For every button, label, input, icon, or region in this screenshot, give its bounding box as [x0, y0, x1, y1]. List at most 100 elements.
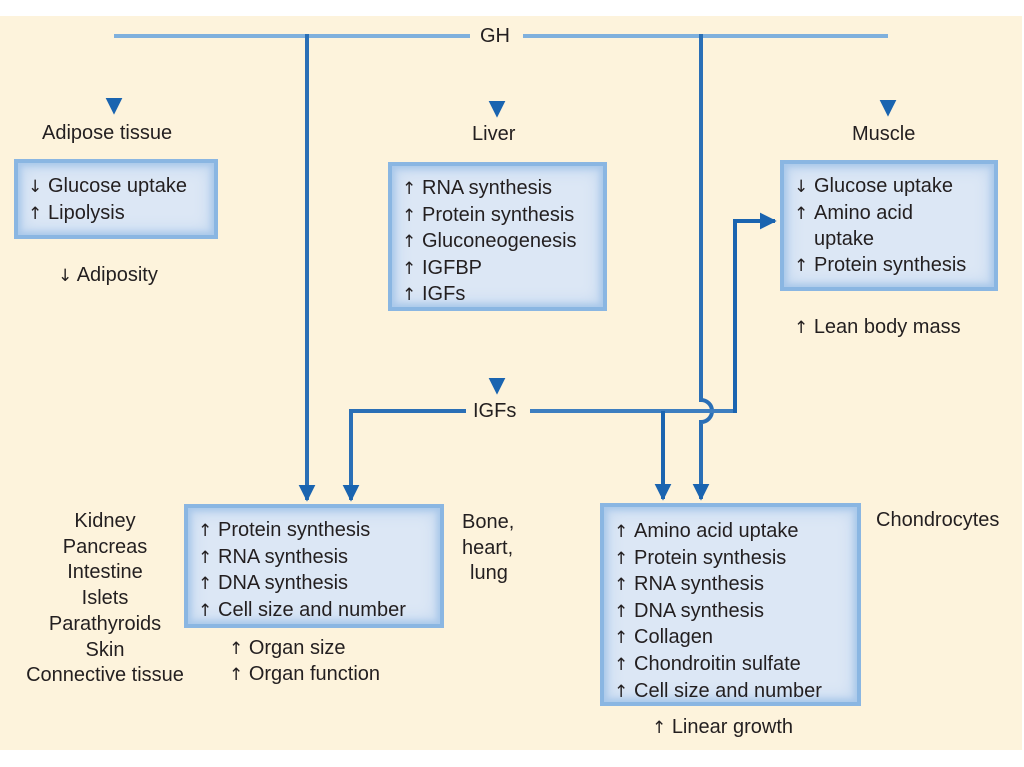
effect-text: Glucose uptake: [48, 175, 187, 197]
effect-text: Collagen: [634, 626, 713, 649]
up-arrow-icon: ↑: [198, 574, 213, 595]
up-arrow-icon: ↑: [198, 521, 213, 541]
organ-outcome-function: ↑ Organ function: [229, 662, 380, 687]
effect-row: ↑Protein synthesis: [198, 518, 430, 545]
effect-row: ↑Cell size and number: [614, 679, 847, 706]
chondrocyte-outcome: ↑ Linear growth: [652, 715, 793, 740]
liver-title: Liver: [472, 123, 516, 145]
effect-row: ↑Cell size and number: [198, 598, 430, 625]
effect-text: IGFBP: [422, 256, 483, 279]
effect-text: Amino acid uptake: [634, 520, 799, 542]
adipose-effects-box: ↓Glucose uptake ↑Lipolysis: [14, 159, 218, 239]
muscle-effects-box: ↓Glucose uptake ↑Amino acid uptake ↑Prot…: [780, 160, 998, 291]
up-arrow-icon: ↑: [402, 285, 417, 306]
up-arrow-icon: ↑: [614, 654, 629, 675]
tissue-item: Skin: [85, 638, 125, 661]
effect-text: RNA synthesis: [218, 545, 349, 568]
effect-row: ↓Glucose uptake: [794, 174, 984, 201]
up-arrow-icon: ↑: [794, 318, 809, 338]
effect-text: Protein synthesis: [218, 519, 371, 541]
effect-row-continuation: uptake: [794, 227, 984, 253]
tissue-item: Pancreas: [62, 535, 148, 558]
gh-label: GH: [476, 24, 514, 48]
outcome-text: Adiposity: [76, 264, 158, 286]
effect-text: Protein synthesis: [422, 203, 575, 226]
up-arrow-icon: ↑: [402, 258, 417, 279]
up-arrow-icon: ↑: [794, 255, 809, 276]
tissue-item: Islets: [81, 587, 129, 610]
effect-text: Protein synthesis: [814, 253, 967, 276]
up-arrow-icon: ↑: [614, 681, 629, 702]
down-arrow-icon: ↓: [58, 266, 73, 286]
effect-text: DNA synthesis: [218, 572, 349, 595]
muscle-outcome: ↑ Lean body mass: [794, 315, 961, 340]
outcome-text: Linear growth: [671, 716, 793, 738]
down-arrow-icon: ↓: [794, 177, 809, 197]
down-arrow-icon: ↓: [28, 177, 43, 197]
tissue-item: lung: [470, 562, 508, 585]
liver-effects-box: ↑RNA synthesis ↑Protein synthesis ↑Gluco…: [388, 162, 607, 311]
effect-text: RNA synthesis: [634, 573, 765, 596]
outcome-text: Organ function: [248, 663, 381, 685]
up-arrow-icon: ↑: [229, 639, 244, 659]
effect-row: ↑RNA synthesis: [402, 176, 593, 203]
effect-text: Gluconeogenesis: [422, 230, 577, 253]
up-arrow-icon: ↑: [402, 205, 417, 226]
effect-row: ↑Lipolysis: [28, 201, 204, 228]
effect-text: Amino acid: [814, 201, 913, 224]
up-arrow-icon: ↑: [198, 547, 213, 568]
bone-heart-lung-label: Bone, heart, lung: [462, 510, 532, 587]
organ-tissue-list: Kidney Pancreas Intestine Islets Parathy…: [10, 509, 200, 689]
igfs-to-organs-arrow: [342, 409, 466, 502]
effect-row: ↑Protein synthesis: [614, 546, 847, 573]
up-arrow-icon: ↑: [198, 600, 213, 621]
effect-text: Cell size and number: [218, 598, 406, 621]
effect-row: ↑RNA synthesis: [614, 572, 847, 599]
tissue-item: Parathyroids: [48, 612, 162, 635]
tissue-item: Intestine: [67, 561, 143, 584]
adipose-title: Adipose tissue: [42, 122, 173, 144]
effect-row: ↑IGFBP: [402, 256, 593, 283]
effect-text: Lipolysis: [48, 201, 125, 224]
chondrocytes-title: Chondrocytes: [876, 509, 1000, 531]
up-arrow-icon: ↑: [614, 575, 629, 596]
up-arrow-icon: ↑: [614, 628, 629, 649]
up-arrow-icon: ↑: [402, 232, 417, 253]
chondrocyte-effects-box: ↑Amino acid uptake ↑Protein synthesis ↑R…: [600, 503, 861, 706]
effect-text: DNA synthesis: [634, 599, 765, 622]
effect-text: IGFs: [422, 283, 466, 306]
up-arrow-icon: ↑: [229, 665, 244, 685]
effect-row: ↑Amino acid uptake: [614, 519, 847, 546]
effect-row: ↑Gluconeogenesis: [402, 229, 593, 256]
effect-text: RNA synthesis: [422, 177, 553, 199]
muscle-title: Muscle: [852, 123, 916, 145]
tissue-item: Connective tissue: [26, 664, 184, 687]
effect-row: ↑DNA synthesis: [198, 571, 430, 598]
up-arrow-icon: ↑: [614, 522, 629, 542]
up-arrow-icon: ↑: [652, 718, 667, 738]
outcome-text: Organ size: [248, 637, 346, 659]
up-arrow-icon: ↑: [794, 203, 809, 224]
organ-effects-box: ↑Protein synthesis ↑RNA synthesis ↑DNA s…: [184, 504, 444, 628]
effect-row: ↑RNA synthesis: [198, 545, 430, 572]
effect-row: ↑Collagen: [614, 625, 847, 652]
adipose-outcome: ↓ Adiposity: [58, 263, 158, 288]
tissue-item: Kidney: [74, 510, 136, 532]
up-arrow-icon: ↑: [28, 203, 43, 224]
effect-text: Protein synthesis: [634, 546, 787, 569]
igfs-label: IGFs: [469, 399, 521, 423]
up-arrow-icon: ↑: [614, 601, 629, 622]
effect-text: uptake: [814, 228, 875, 251]
effect-text: Chondroitin sulfate: [634, 652, 801, 675]
igfs-to-muscle-arrow: [733, 212, 777, 413]
outcome-text: Lean body mass: [813, 316, 961, 338]
up-arrow-icon: ↑: [614, 548, 629, 569]
effect-row: ↑IGFs: [402, 282, 593, 309]
tissue-item: heart,: [462, 536, 514, 559]
up-arrow-icon: ↑: [402, 179, 417, 199]
effect-row: ↓Glucose uptake: [28, 174, 204, 201]
effect-text: Cell size and number: [634, 679, 822, 702]
tissue-item: Bone,: [462, 511, 515, 533]
effect-row: ↑DNA synthesis: [614, 599, 847, 626]
